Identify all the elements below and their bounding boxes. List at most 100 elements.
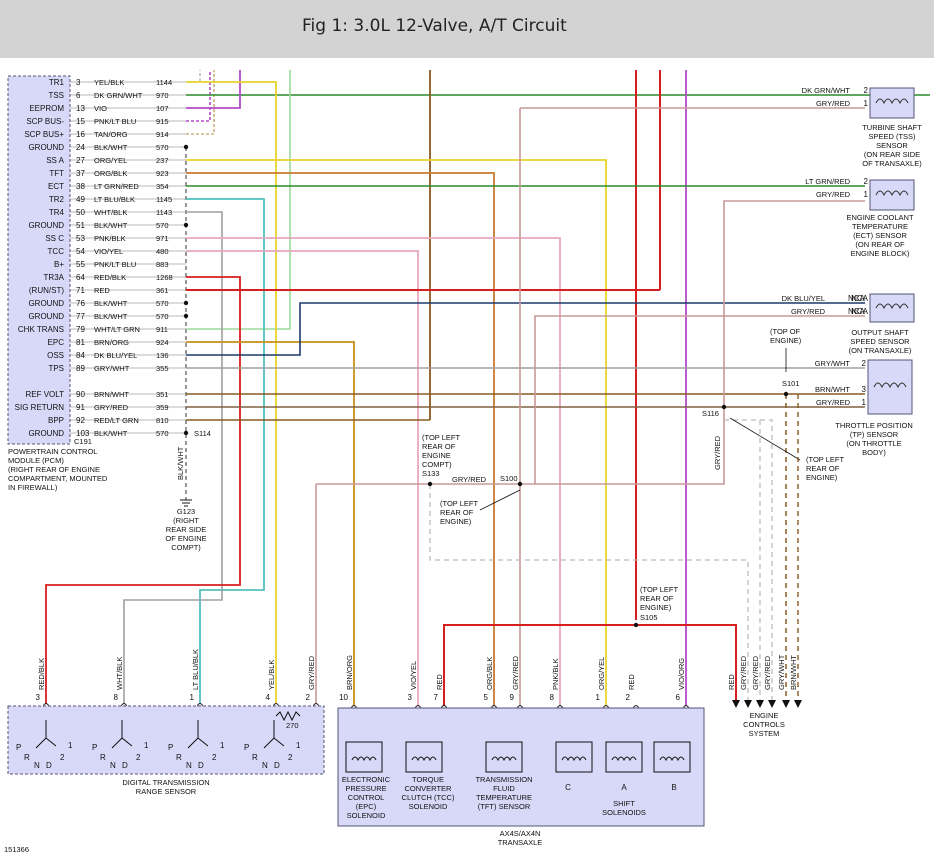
tss-label: OF TRANSAXLE): [862, 159, 922, 168]
shift-solenoids-label: SHIFT: [613, 799, 635, 808]
figure-title: Fig 1: 3.0L 12-Valve, A/T Circuit: [302, 16, 567, 36]
ecs-wire-color: GRY/RED: [751, 655, 760, 690]
switch-position: R: [100, 753, 106, 762]
splice-s114: S114: [194, 429, 211, 438]
range-resistor-value: 270: [286, 721, 299, 730]
tss-wire-color: GRY/RED: [816, 99, 851, 108]
shift-solenoid-a: [605, 741, 643, 773]
pcm-pin-number: 81: [76, 338, 85, 347]
pcm-circuit-number: 136: [156, 351, 169, 360]
pcm-wire-color: ORG/BLK: [94, 169, 127, 178]
tp-pin: 2: [862, 359, 867, 368]
oss-sensor-body: [869, 293, 915, 323]
switch-position: N: [186, 761, 192, 770]
epc-label: (EPC): [356, 802, 377, 811]
tp-pin: 1: [862, 398, 867, 407]
wire-ect-return: [723, 200, 865, 407]
pcm-circuit-number: 911: [156, 325, 168, 334]
switch-position: 2: [212, 753, 217, 762]
pcm-pin-name: TR2: [49, 195, 65, 204]
pcm-pin-name: SCP BUS+: [24, 130, 64, 139]
s116-wire-color: GRY/RED: [713, 435, 722, 470]
range-pin: 3: [36, 693, 41, 702]
tcc-label: SOLENOID: [409, 802, 448, 811]
wire-chk-trans: [186, 70, 291, 330]
tss-pin: 1: [864, 99, 869, 108]
epc-solenoid-coil-icon: [351, 756, 377, 762]
pcm-module: [7, 75, 71, 445]
wire-ss-a: [186, 159, 607, 706]
arrow-down: [756, 700, 764, 708]
switch-position: D: [274, 761, 280, 770]
pcm-pin-name: TR4: [49, 208, 65, 217]
tft-sensor: [485, 741, 523, 773]
ect-label: (ON REAR OF: [855, 240, 905, 249]
pcm-circuit-number: 570: [156, 429, 169, 438]
oss-wire-color: DK BLU/YEL: [782, 294, 825, 303]
splice-s133-note: (TOP LEFT: [422, 433, 460, 442]
pcm-pin-name: SCP BUS-: [26, 117, 64, 126]
pcm-pin-name: GROUND: [28, 221, 64, 230]
transaxle-wire-color: ORG/YEL: [597, 657, 606, 690]
tft-label: TRANSMISSION: [475, 775, 532, 784]
wire-eeprom: [186, 70, 241, 109]
switch-position: P: [168, 743, 173, 752]
switch-position: 1: [220, 741, 225, 750]
pcm-circuit-number: 1145: [156, 195, 172, 204]
shift-solenoids-label: SOLENOIDS: [602, 808, 646, 817]
switch-position: D: [198, 761, 204, 770]
transaxle-pin: 5: [484, 693, 489, 702]
pcm-pin-number: 76: [76, 299, 85, 308]
pcm-pin-number: 13: [76, 104, 85, 113]
pcm-pin-number: 79: [76, 325, 85, 334]
transaxle-label: TRANSAXLE: [498, 838, 543, 847]
pcm-pin-name: B+: [54, 260, 64, 269]
ect-wire-color: GRY/RED: [816, 190, 851, 199]
module-layer: [7, 75, 915, 827]
pcm-pin-number: 55: [76, 260, 85, 269]
oss-pin: NCA: [851, 307, 869, 316]
pcm-wire-color: BLK/WHT: [94, 429, 128, 438]
transaxle-pin: 9: [510, 693, 515, 702]
pcm-pin-number: 51: [76, 221, 85, 230]
pcm-circuit-number: 355: [156, 364, 169, 373]
splice-s133: S133: [422, 469, 440, 478]
pcm-circuit-number: 570: [156, 299, 169, 308]
pcm-wire-color: GRY/RED: [94, 403, 129, 412]
pcm-circuit-number: 924: [156, 338, 169, 347]
ground-label: REAR SIDE: [166, 525, 206, 534]
switch-position: R: [24, 753, 30, 762]
switch-position: D: [122, 761, 128, 770]
oss-label: (ON TRANSAXLE): [849, 346, 912, 355]
splice-junction: [427, 481, 433, 487]
pcm-wire-color: YEL/BLK: [94, 78, 124, 87]
pcm-pin-name: GROUND: [28, 143, 64, 152]
pcm-circuit-number: 359: [156, 403, 169, 412]
pcm-wire-color: LT GRN/RED: [94, 182, 139, 191]
pcm-circuit-number: 915: [156, 117, 169, 126]
switch-position: 2: [136, 753, 141, 762]
splice-junction: [633, 622, 639, 628]
wire-tr1: [186, 81, 277, 706]
pcm-wire-color: BLK/WHT: [94, 299, 128, 308]
switch-position: 1: [144, 741, 149, 750]
pcm-circuit-number: 810: [156, 416, 169, 425]
range-pin: 4: [266, 693, 271, 702]
pcm-pin-name: SS C: [45, 234, 64, 243]
oss-nca: NCA: [848, 294, 866, 303]
switch-position: P: [16, 743, 21, 752]
range-wire-color: RED/BLK: [37, 658, 46, 690]
arrow-down: [782, 700, 790, 708]
pcm-pin-name: TCC: [48, 247, 65, 256]
oss-coil-icon: [875, 303, 909, 310]
pcm-wire-color: DK GRN/WHT: [94, 91, 143, 100]
shift-solenoid-b-coil-icon: [659, 756, 685, 762]
switch-position: 2: [60, 753, 65, 762]
ect-pin: 1: [864, 190, 869, 199]
pcm-wire-color: GRY/WHT: [94, 364, 130, 373]
pcm-pin-name: CHK TRANS: [18, 325, 64, 334]
splice-s133-note: ENGINE: [422, 451, 451, 460]
pcm-pin-number: 15: [76, 117, 85, 126]
splice-junction: [721, 404, 727, 410]
pcm-pin-name: SIG RETURN: [15, 403, 65, 412]
